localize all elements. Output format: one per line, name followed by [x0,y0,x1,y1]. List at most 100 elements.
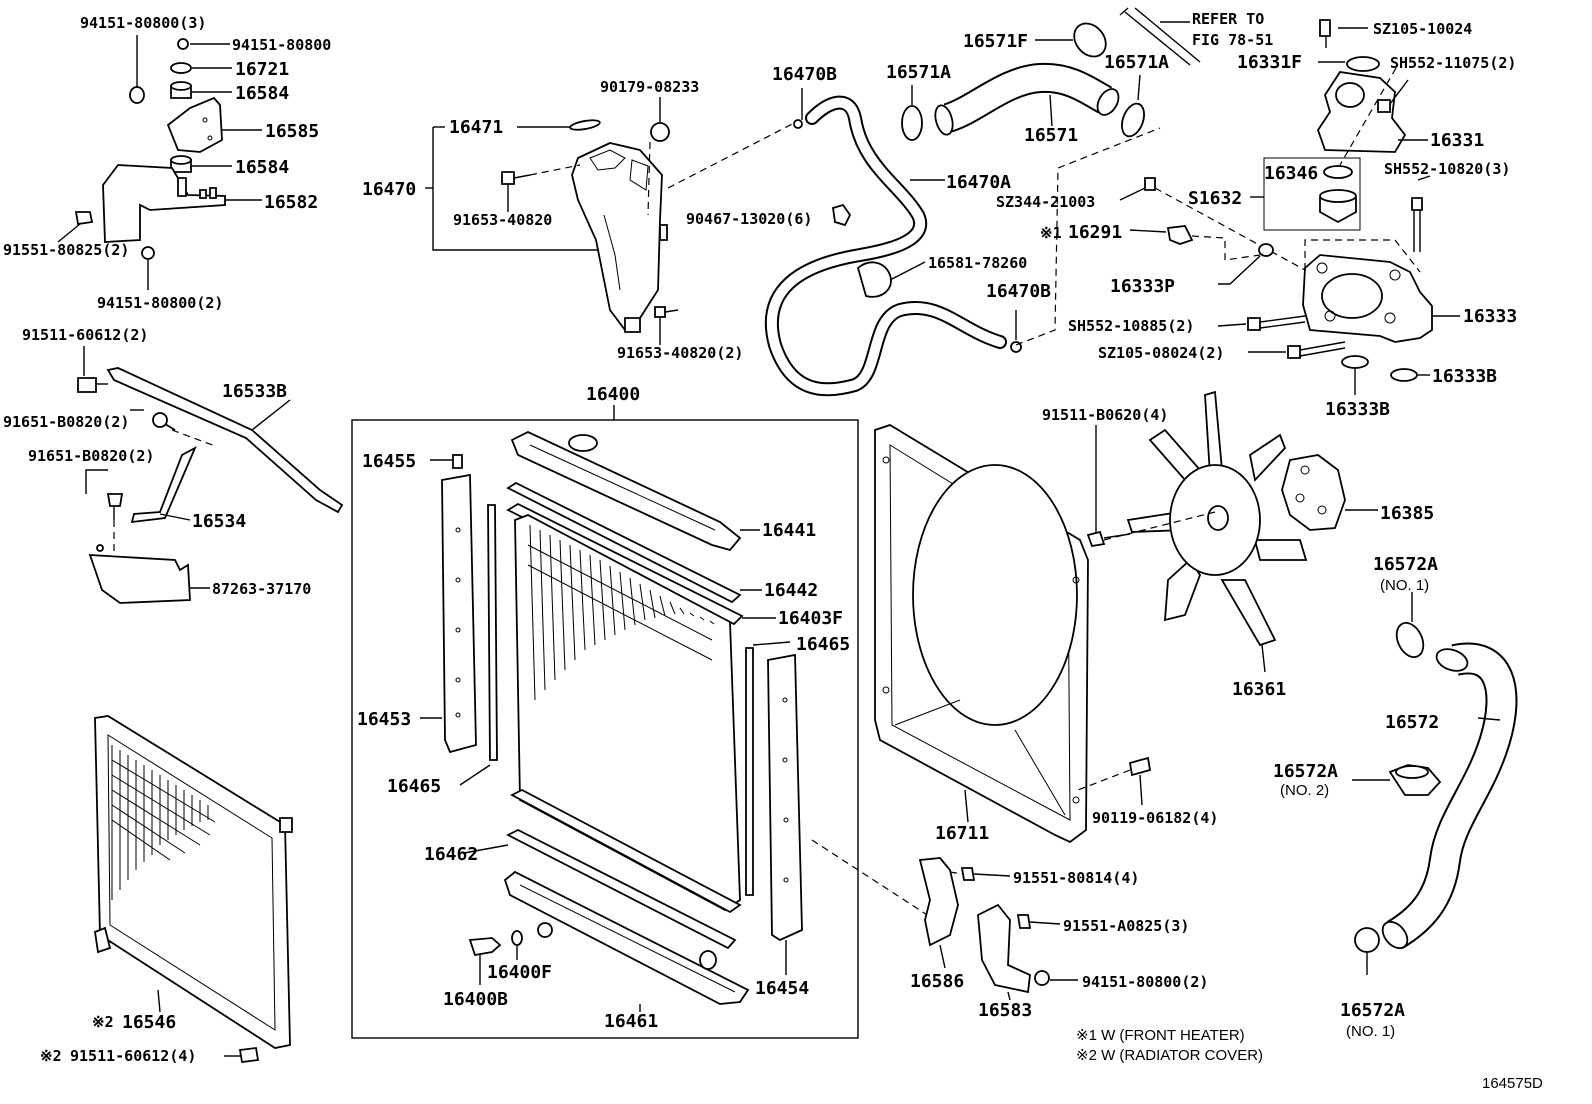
bracket-16583 [977,903,1031,994]
fan-blade [1248,433,1287,482]
oring-16333b [1341,355,1369,369]
label: 16572A [1373,554,1438,575]
label: 16465 [796,634,850,655]
label: 16333B [1325,399,1390,420]
label: 16571A [1104,52,1169,73]
label: 16546 [122,1012,176,1033]
lower-hose-group [1352,592,1518,975]
side-plate-16453 [441,473,477,754]
label: 16441 [762,520,816,541]
label: 16333B [1432,366,1497,387]
label: 16333 [1463,306,1517,327]
label: 16331 [1430,130,1484,151]
overflow-hose-group [764,88,1161,397]
label: 16470A [946,172,1011,193]
label: 16571 [1024,125,1078,146]
radiator-kit-box [351,419,859,1039]
drain-cock-16400b [468,937,502,957]
plug-16333p [1258,243,1274,257]
seal-16465 [487,504,498,761]
bolt-part [654,306,666,318]
footnote-front-heater: ※1 W (FRONT HEATER) [1076,1027,1245,1044]
label: REFER TO [1192,10,1264,28]
gasket-16331f [1346,56,1380,72]
bolt-part [1128,756,1152,777]
label: SZ344-21003 [996,193,1095,211]
fan-blade [1204,390,1223,477]
label: 91511-60612(4) [70,1047,196,1065]
label: 16465 [387,776,441,797]
label: SH552-10885(2) [1068,317,1194,335]
bracket-16586 [918,857,959,947]
bolt-part [106,493,124,507]
bolt-part [1247,317,1261,331]
label: 16385 [1380,503,1434,524]
nut-part [1034,970,1050,986]
upper-hose-group [901,7,1201,141]
label: SH552-11075(2) [1390,54,1516,72]
thermostat-group [1119,19,1460,395]
bolt-part [152,412,168,428]
label: 91551-80825(2) [3,241,129,259]
label: 16291 [1068,222,1122,243]
clamp-90467 [831,203,852,227]
gasket-16442 [506,481,742,604]
outlet-16331 [1317,71,1407,153]
gasket-16346 [1323,165,1353,179]
label: SZ105-10024 [1373,20,1472,38]
label: 16361 [1232,679,1286,700]
bolt-part [501,171,515,185]
label: 91551-A0825(3) [1063,917,1189,935]
bolt-part [1377,99,1391,113]
label: 16471 [449,117,503,138]
label: 16470B [986,281,1051,302]
label: (NO. 1) [1380,577,1429,594]
label: 16583 [978,1000,1032,1021]
shroud-opening [912,464,1078,726]
stay-16534 [130,445,197,524]
nut-part [177,38,189,50]
label: 16455 [362,451,416,472]
label: 91653-40820 [453,211,552,229]
label: 16582 [264,192,318,213]
label: ※2 [40,1047,62,1065]
label: 16584 [235,157,289,178]
clamp-16572a-no1 [1395,622,1425,658]
label: 94151-80800(2) [97,294,223,312]
nut-part [650,122,670,142]
label: 94151-80800(3) [80,14,206,32]
label: 94151-80800(2) [1082,973,1208,991]
label: (NO. 1) [1346,1023,1395,1040]
clamp-16571a [901,105,923,141]
label: 90119-06182(4) [1092,809,1218,827]
kit-box-s1632 [1263,157,1361,231]
radiator-cover-group [94,715,293,1064]
sensor-16291 [1166,225,1194,245]
label: 16586 [910,971,964,992]
label: 16403F [778,608,843,629]
label: FIG 78-51 [1192,31,1273,49]
label: 16534 [192,511,246,532]
label: 91511-60612(2) [22,326,148,344]
bracket-16585 [166,96,223,153]
clamp-16572a-no1 [1354,927,1380,953]
label: 16470B [772,64,837,85]
nut-part [141,246,155,260]
bolt-part [1144,177,1156,191]
fan-blade [1220,579,1277,647]
radiator-fins [527,524,715,701]
fan-shroud-group [874,424,1152,844]
radiator-assembly-group [351,405,936,1039]
part-labels: 94151-80800(3) 94151-80800 16721 16584 1… [3,10,1543,1092]
label: 16470 [362,179,416,200]
label: 16400F [487,962,552,983]
bolt-part [452,454,463,469]
label: 16462 [424,844,478,865]
label: 16572A [1340,1000,1405,1021]
label: 16572A [1273,761,1338,782]
lower-brackets-group [918,857,1078,1001]
label: 91651-B0820(2) [28,447,154,465]
label: 91651-B0820(2) [3,413,129,431]
